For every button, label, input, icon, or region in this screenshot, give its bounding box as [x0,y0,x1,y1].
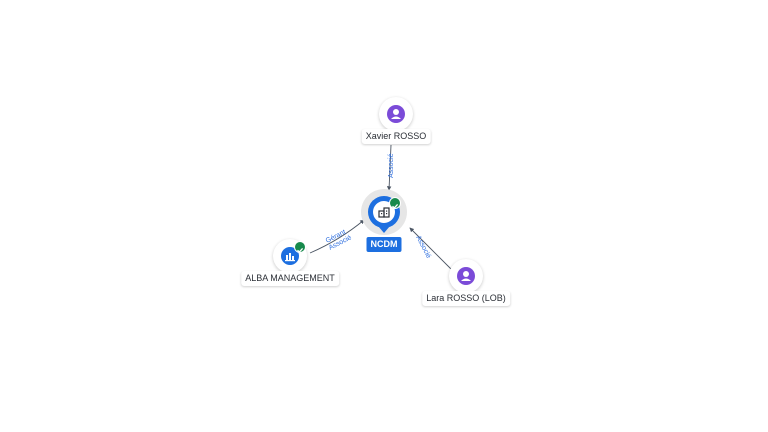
node-label: Xavier ROSSO [361,129,431,144]
edge-alba-to-ncdm: Gérant Associé [309,219,365,254]
person-icon [387,105,405,123]
check-icon [294,241,306,253]
edge-lara-to-ncdm: Associé [409,227,453,271]
building-icon [281,247,299,265]
edge-label-xavier: Associé [388,153,395,178]
building-icon [378,207,390,218]
node-label: ALBA MANAGEMENT [241,271,339,286]
center-node-label: NCDM [366,237,402,252]
center-pin-tip [378,226,390,233]
person-icon [457,267,475,285]
edge-xavier-to-ncdm: Associé [386,144,395,191]
node-label: Lara ROSSO (LOB) [422,291,510,306]
check-icon [389,197,401,209]
